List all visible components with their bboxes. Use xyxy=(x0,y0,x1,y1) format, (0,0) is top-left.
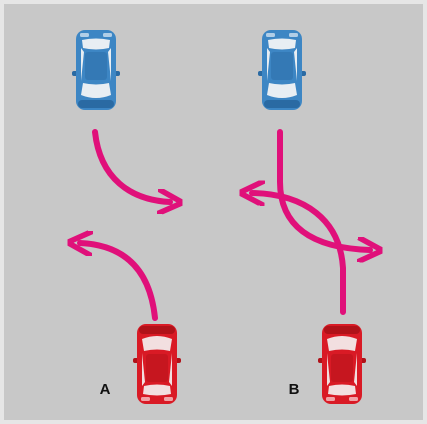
path-red-b-right-turn xyxy=(252,193,346,315)
label-a: A xyxy=(100,381,111,398)
path-red-a-left-turn xyxy=(80,243,158,321)
path-blue-b-left-turn xyxy=(277,129,370,250)
red-car-b xyxy=(318,324,366,404)
blue-car-a xyxy=(72,30,120,110)
label-b: B xyxy=(289,381,300,398)
blue-car-b xyxy=(258,30,306,110)
red-car-a xyxy=(133,324,181,404)
path-blue-a-left-turn xyxy=(92,129,170,202)
